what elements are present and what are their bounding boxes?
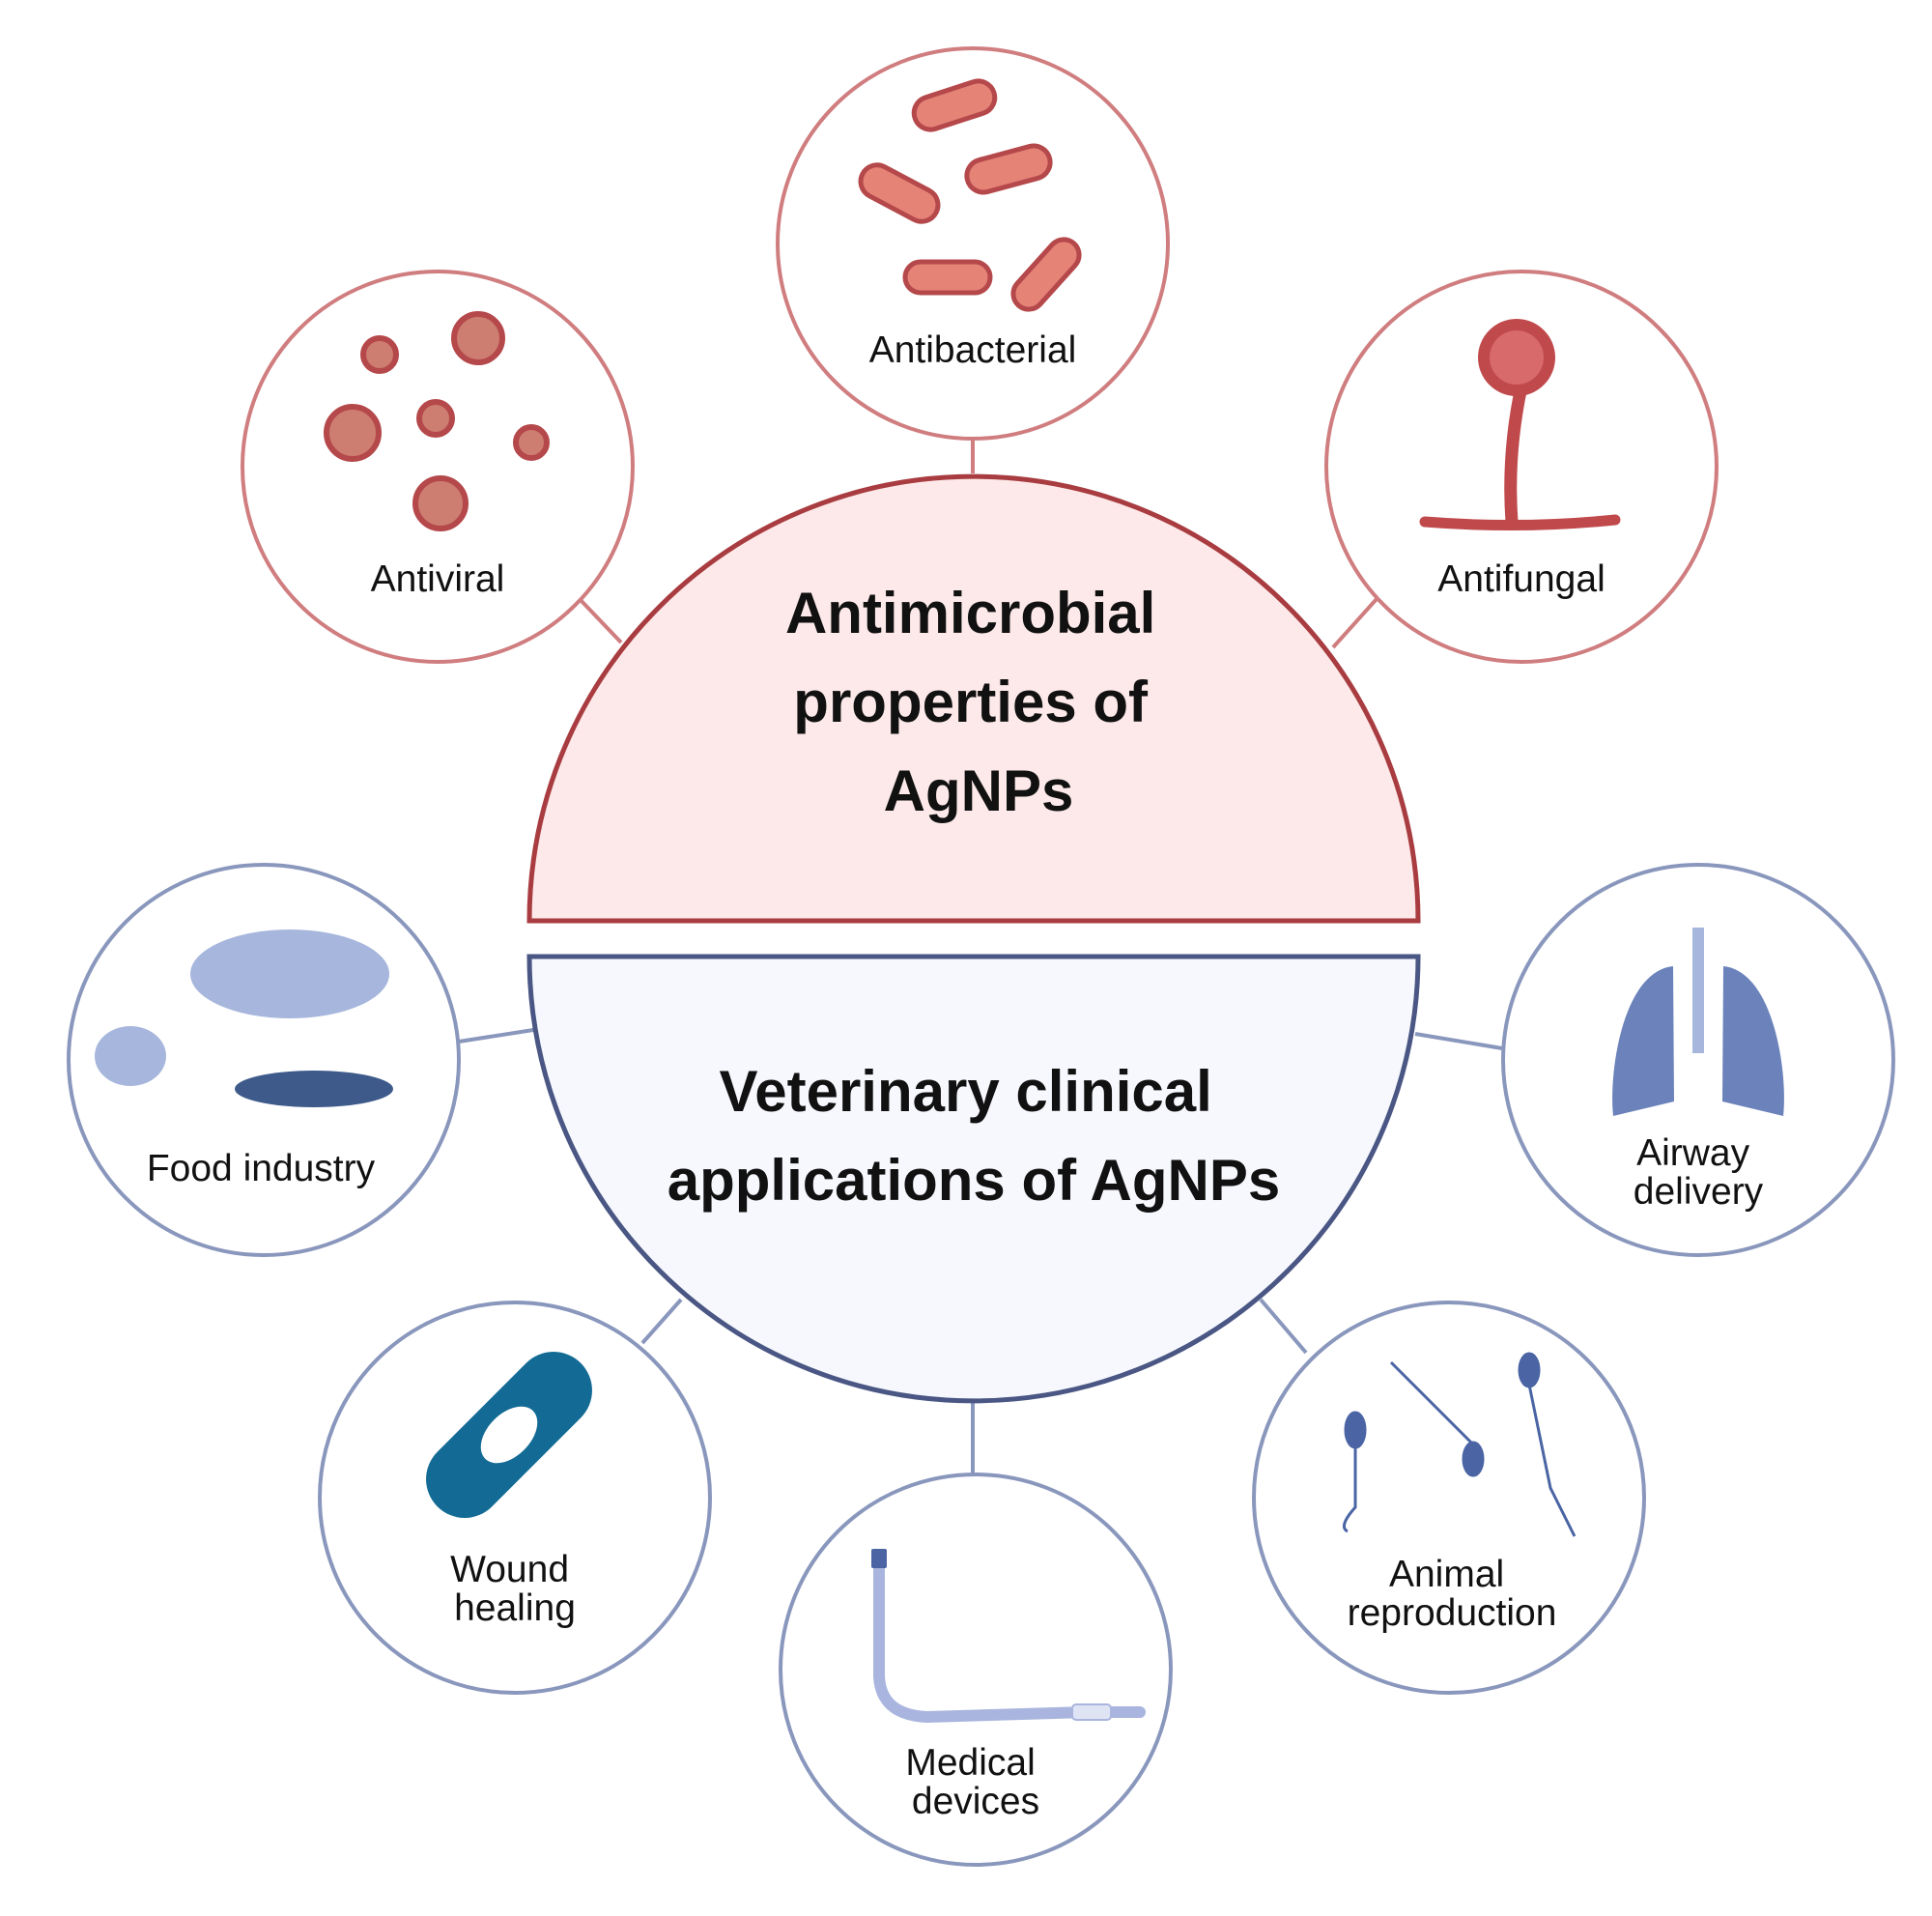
- node-label: Medical devices: [905, 1742, 1045, 1822]
- bottom-hub-title: Veterinary clinical applications of AgNP…: [668, 1059, 1281, 1213]
- connectors-blue: [458, 1028, 1503, 1473]
- pig-icon: [190, 929, 389, 1018]
- lungs-icon: [1612, 928, 1784, 1116]
- node-airway-delivery: Airway delivery: [1501, 863, 1895, 1257]
- bottom-hub: Veterinary clinical applications of AgNP…: [526, 954, 1421, 1404]
- node-circle: [1252, 1301, 1646, 1695]
- top-hub-shape: [526, 473, 1421, 924]
- node-label: Antibacterial: [869, 329, 1077, 371]
- connector-airway-delivery: [1414, 1032, 1503, 1050]
- connector-food-industry: [458, 1028, 534, 1044]
- node-circle: [241, 270, 635, 664]
- node-label: Airway delivery: [1634, 1132, 1764, 1213]
- node-circle: [318, 1301, 712, 1695]
- node-label: Animal reproduction: [1348, 1554, 1557, 1634]
- bandage-icon: [426, 1352, 592, 1518]
- top-hub: Antimicrobial properties of AgNPs: [526, 473, 1421, 924]
- fish-icon: [235, 1071, 393, 1107]
- node-wound-healing: Wound healing: [318, 1301, 712, 1695]
- fungus-mold-icon: [1419, 319, 1621, 531]
- node-circle: [776, 46, 1170, 441]
- node-circle: [1501, 863, 1895, 1257]
- node-animal-reproduction: Animal reproduction: [1252, 1301, 1646, 1695]
- connector-animal-reproduction: [1259, 1298, 1308, 1355]
- node-medical-devices: Medical devices: [779, 1473, 1173, 1867]
- node-antifungal: Antifungal: [1324, 270, 1719, 664]
- catheter-tube-icon: [871, 1549, 1146, 1724]
- virus-icon: [324, 311, 550, 531]
- chicken-icon: [95, 1026, 166, 1086]
- node-antibacterial: Antibacterial: [776, 46, 1170, 441]
- node-antiviral: Antiviral: [241, 270, 635, 664]
- sperm-icon: [1342, 1352, 1577, 1537]
- node-circle: [1324, 270, 1719, 664]
- connector-wound-healing: [640, 1298, 683, 1345]
- connector-antiviral: [578, 597, 623, 644]
- node-food-industry: Food industry: [67, 863, 461, 1257]
- top-hub-title: Antimicrobial properties of AgNPs: [785, 581, 1172, 823]
- node-label: Antiviral: [371, 558, 505, 600]
- node-label: Food industry: [147, 1148, 376, 1189]
- livestock-icon: [95, 929, 393, 1107]
- connector-antifungal: [1331, 597, 1378, 649]
- rod-bacteria-icon: [858, 78, 1082, 312]
- connectors: [578, 440, 1378, 649]
- bottom-hub-shape: [526, 954, 1421, 1404]
- node-label: Antifungal: [1437, 558, 1605, 600]
- node-label: Wound healing: [450, 1549, 580, 1629]
